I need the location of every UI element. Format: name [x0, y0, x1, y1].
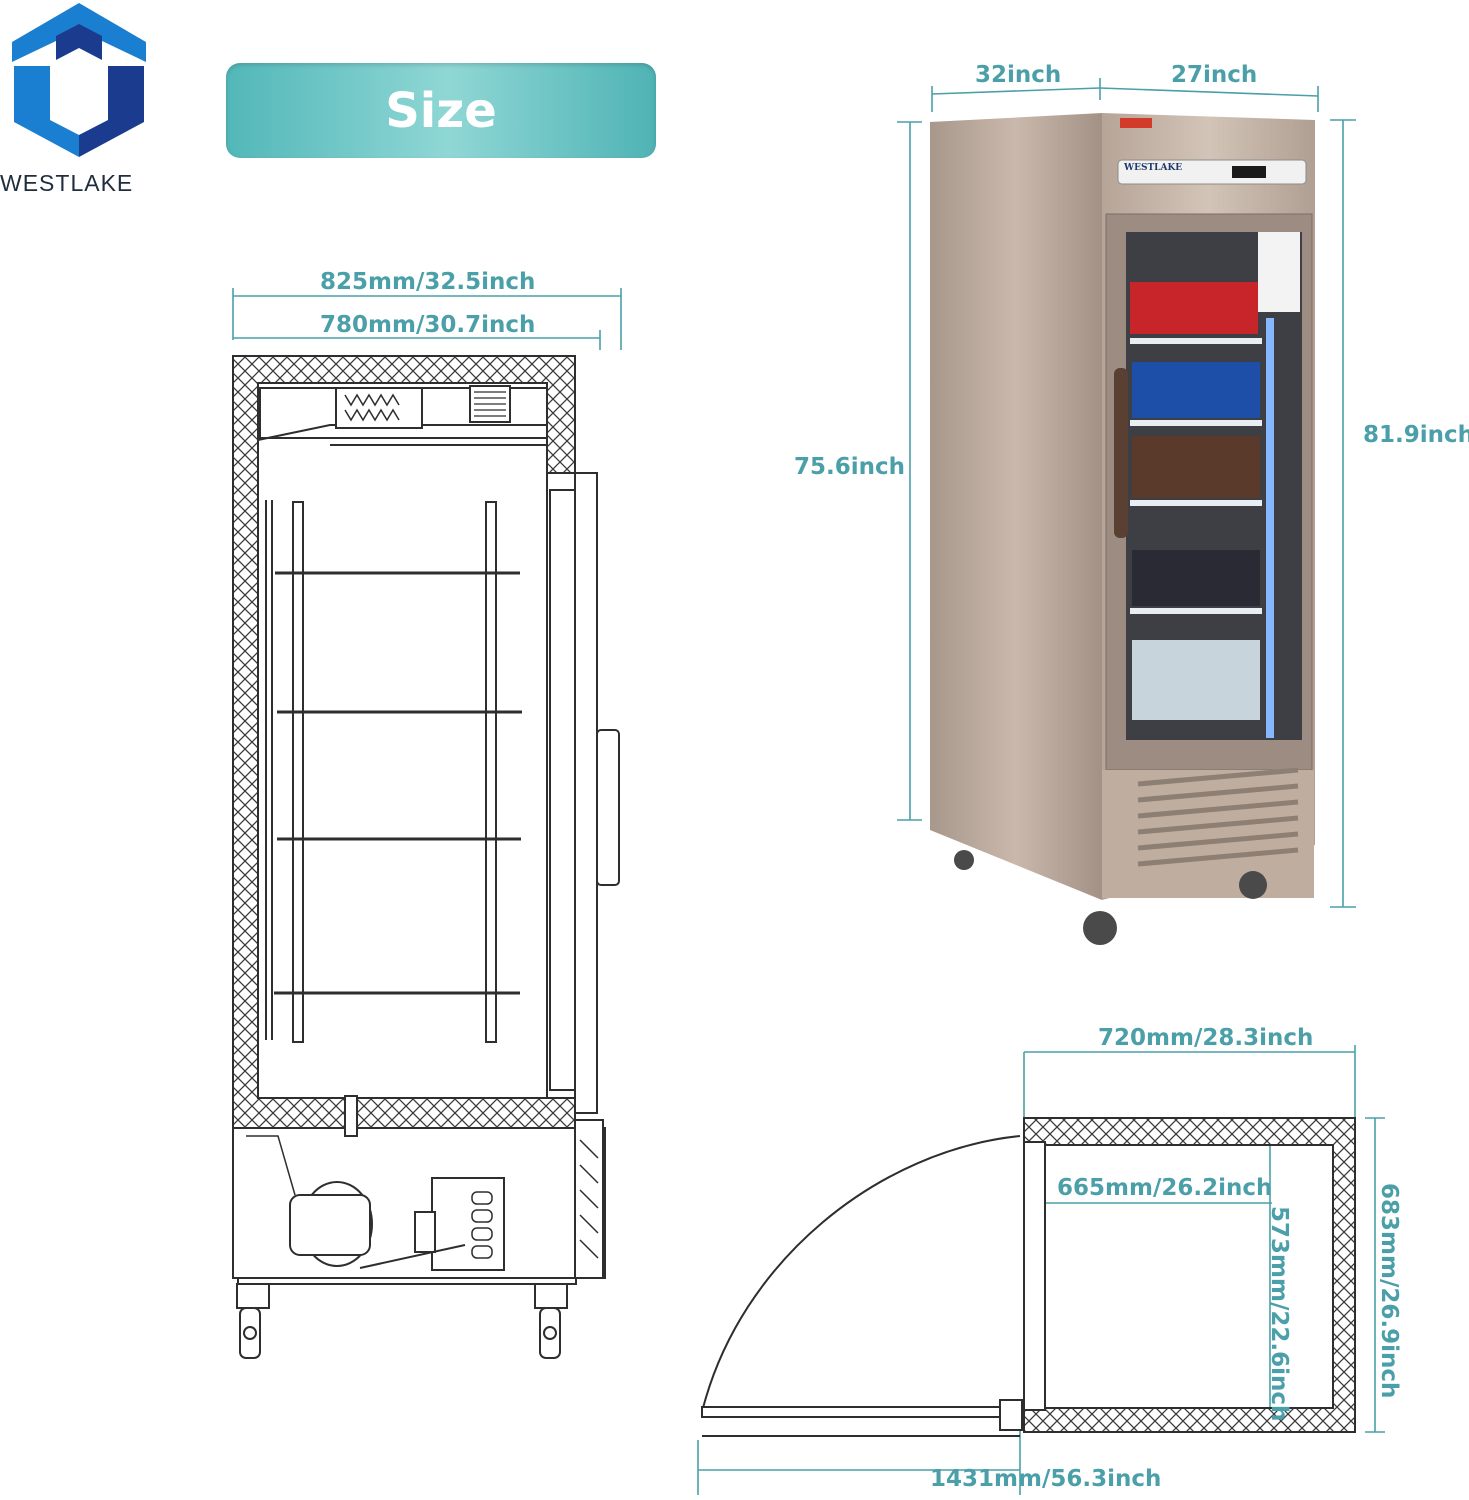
condenser — [414, 1177, 505, 1271]
shelves — [274, 571, 522, 995]
photo-cabinet-height-label: 75.6inch — [794, 454, 906, 480]
top-inner-width-label: 665mm/26.2inch — [1057, 1175, 1273, 1201]
shelf-standard-right — [485, 501, 497, 1043]
size-banner: Size — [226, 63, 656, 158]
caster-left — [236, 1283, 270, 1359]
photo-depth-label: 32inch — [975, 62, 1062, 88]
door-open-clearance-label: 1431mm/56.3inch — [930, 1466, 1162, 1492]
side-inner-depth-label: 780mm/30.7inch — [320, 312, 536, 338]
side-outer-depth-label: 825mm/32.5inch — [320, 269, 536, 295]
westlake-logo-icon — [12, 3, 146, 157]
size-title: Size — [385, 82, 497, 139]
top-inner-depth-label: 573mm/22.6inch — [1266, 1206, 1292, 1422]
caster-right — [534, 1283, 568, 1359]
brand-name: WESTLAKE — [0, 170, 134, 196]
fridge-brand-label: WESTLAKE — [1124, 163, 1183, 173]
photo-total-height-label: 81.9inch — [1363, 422, 1469, 448]
shelf-standard-left — [292, 501, 304, 1043]
compressor — [289, 1181, 373, 1267]
refrigerator-photo — [897, 78, 1356, 945]
side-section-drawing — [232, 288, 622, 1359]
top-view-drawing — [697, 1045, 1385, 1495]
top-outer-depth-label: 683mm/26.9inch — [1376, 1183, 1402, 1399]
photo-width-label: 27inch — [1171, 62, 1258, 88]
top-outer-width-label: 720mm/28.3inch — [1098, 1025, 1314, 1051]
product-shelves — [1130, 232, 1300, 738]
